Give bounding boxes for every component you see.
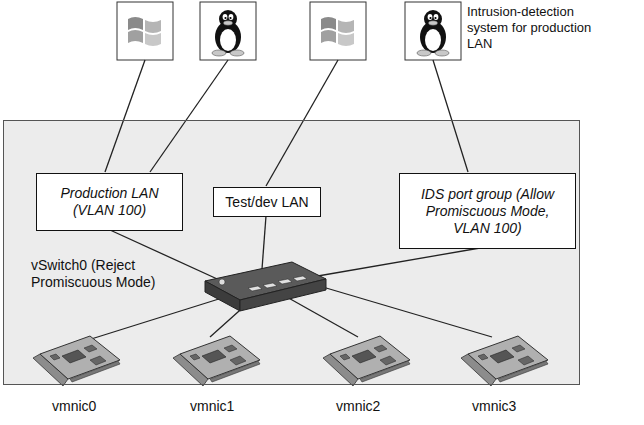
- annotation-note: Intrusion-detection system for productio…: [467, 4, 595, 52]
- port-group-box: IDS port group (Allow Promiscuous Mode, …: [399, 173, 576, 249]
- port-group-box: Production LAN (VLAN 100): [36, 173, 183, 231]
- port-group-name: IDS port group (Allow Promiscuous Mode, …: [406, 186, 569, 237]
- switch-label: vSwitch0 (Reject Promiscuous Mode): [31, 257, 171, 291]
- nic-label: vmnic1: [190, 398, 260, 414]
- nic-label: vmnic2: [336, 398, 406, 414]
- port-group-box: Test/dev LAN: [213, 187, 321, 217]
- port-group-name: Test/dev LAN: [225, 194, 308, 211]
- nic-label: vmnic0: [52, 398, 122, 414]
- nic-label: vmnic3: [472, 398, 542, 414]
- port-group-name: Production LAN (VLAN 100): [43, 185, 176, 219]
- switch-symbol: [205, 262, 326, 311]
- vswitch-panel: vSwitch0 (Reject Promiscuous Mode) Produc…: [3, 120, 580, 385]
